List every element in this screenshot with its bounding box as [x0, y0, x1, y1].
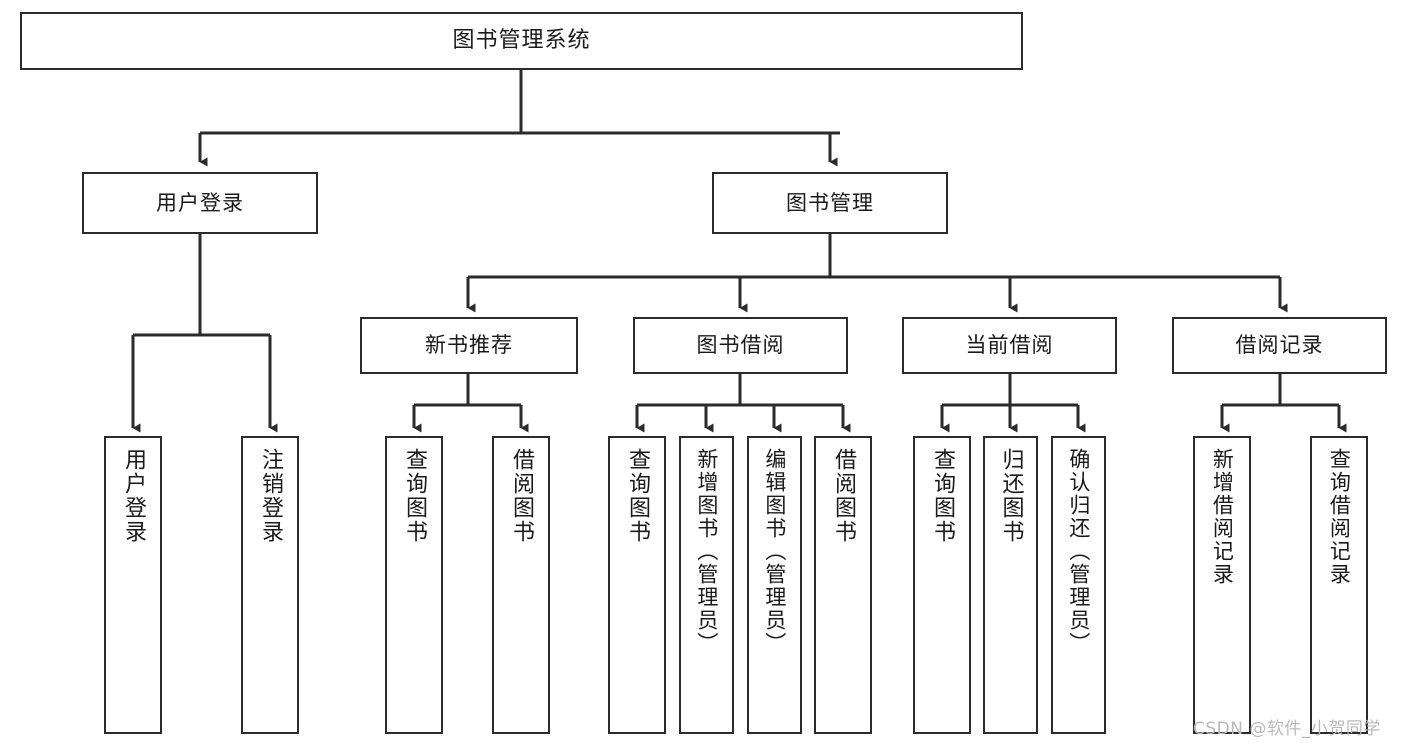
node-label: 查询借阅记录 [1327, 448, 1352, 586]
leaf-query-book-borrow[interactable]: 查询图书 [608, 436, 666, 734]
node-label: 新增图书（管理员） [694, 448, 719, 655]
node-new-book-recommend[interactable]: 新书推荐 [360, 317, 578, 374]
node-label: 借阅图书 [508, 448, 534, 544]
node-label: 借阅图书 [830, 448, 856, 544]
leaf-user-login[interactable]: 用户登录 [104, 436, 162, 734]
node-label: 新书推荐 [425, 333, 513, 358]
node-current-borrow[interactable]: 当前借阅 [902, 317, 1117, 374]
node-label: 查询图书 [624, 448, 650, 544]
node-label: 查询图书 [929, 448, 955, 544]
node-borrow-record[interactable]: 借阅记录 [1172, 317, 1387, 374]
node-label: 当前借阅 [965, 333, 1054, 358]
leaf-logout-login[interactable]: 注销登录 [241, 436, 299, 734]
node-label: 借阅记录 [1235, 333, 1324, 358]
leaf-edit-book-admin[interactable]: 编辑图书（管理员） [747, 436, 802, 734]
leaf-borrow-book[interactable]: 借阅图书 [814, 436, 872, 734]
node-label: 新增借阅记录 [1210, 448, 1235, 586]
leaf-add-book-admin[interactable]: 新增图书（管理员） [679, 436, 734, 734]
node-label: 注销登录 [257, 448, 283, 544]
node-label: 图书借阅 [696, 333, 785, 358]
node-label: 编辑图书（管理员） [762, 448, 787, 655]
node-user-login[interactable]: 用户登录 [82, 172, 318, 234]
node-root-book-management-system[interactable]: 图书管理系统 [20, 12, 1023, 70]
leaf-return-book[interactable]: 归还图书 [983, 436, 1038, 734]
leaf-query-book-recommend[interactable]: 查询图书 [385, 436, 443, 734]
node-label: 确认归还（管理员） [1066, 448, 1091, 655]
node-label: 用户登录 [120, 448, 146, 544]
csdn-watermark: CSDN @软件_小贺同学 [1193, 719, 1381, 739]
node-label: 图书管理系统 [452, 28, 591, 54]
node-label: 查询图书 [401, 448, 427, 544]
node-label: 用户登录 [156, 190, 244, 215]
node-book-management[interactable]: 图书管理 [712, 172, 948, 234]
leaf-confirm-return-admin[interactable]: 确认归还（管理员） [1051, 436, 1106, 734]
node-book-borrow[interactable]: 图书借阅 [633, 317, 848, 374]
node-label: 归还图书 [998, 448, 1024, 544]
leaf-query-borrow-record[interactable]: 查询借阅记录 [1310, 436, 1368, 734]
leaf-add-borrow-record[interactable]: 新增借阅记录 [1193, 436, 1251, 734]
node-label: 图书管理 [786, 190, 874, 215]
leaf-borrow-book-recommend[interactable]: 借阅图书 [492, 436, 550, 734]
leaf-query-book-current[interactable]: 查询图书 [913, 436, 971, 734]
